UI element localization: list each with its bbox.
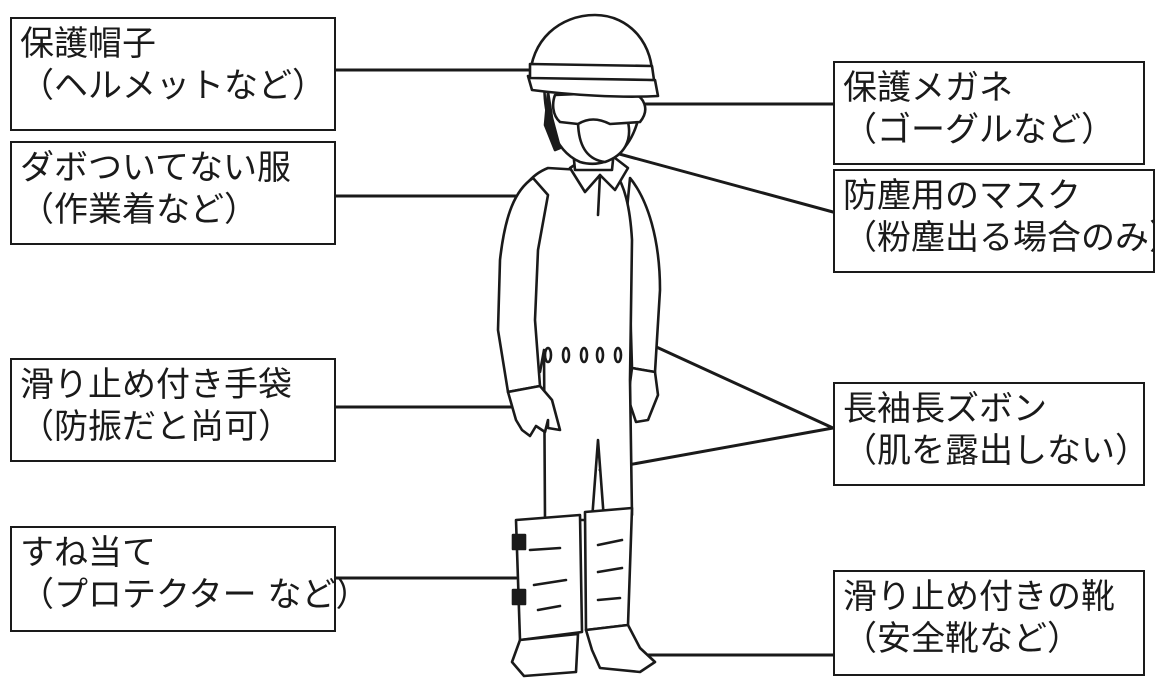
label-shin-guards-line2: （プロテクター など） bbox=[20, 575, 370, 615]
label-goggles-line2: （ゴーグルなど） bbox=[843, 110, 1115, 150]
label-goggles: 保護メガネ （ゴーグルなど） bbox=[833, 61, 1145, 165]
label-sleeves-line1: 長袖長ズボン bbox=[843, 389, 1047, 429]
label-helmet-line2: （ヘルメットなど） bbox=[20, 66, 326, 106]
placket-line bbox=[596, 173, 602, 217]
label-shin-guards-line1: すね当て bbox=[20, 533, 156, 573]
goggles bbox=[551, 90, 647, 126]
label-shoes-line2: （安全靴など） bbox=[843, 619, 1081, 659]
label-gloves-line1: 滑り止め付き手袋 bbox=[20, 365, 292, 405]
label-mask-line2: （粉塵出る場合のみ） bbox=[843, 218, 1155, 258]
leader-line-mask bbox=[610, 150, 835, 214]
helmet-band bbox=[528, 62, 656, 82]
leader-line-sleeves-arm bbox=[650, 343, 835, 430]
left-glove bbox=[506, 384, 562, 438]
right-shoe bbox=[584, 623, 657, 674]
label-sleeves: 長袖長ズボン （肌を露出しない） bbox=[833, 382, 1149, 486]
helmet-brim bbox=[526, 74, 660, 98]
label-shoes-line1: 滑り止め付きの靴 bbox=[843, 577, 1115, 617]
label-shin-guards: すね当て （プロテクター など） bbox=[10, 526, 370, 632]
shin-guard-lines bbox=[528, 538, 624, 612]
left-shoe bbox=[510, 632, 580, 678]
left-sleeve bbox=[496, 176, 550, 394]
left-shin-guard bbox=[514, 513, 584, 642]
label-gloves: 滑り止め付き手袋 （防振だと尚可） bbox=[10, 358, 336, 462]
belt-holes bbox=[543, 346, 623, 364]
shin-strap-lower bbox=[511, 588, 527, 606]
label-clothes: ダボついてない服 （作業着など） bbox=[10, 141, 336, 245]
label-gloves-line2: （防振だと尚可） bbox=[20, 407, 292, 447]
label-goggles-line1: 保護メガネ bbox=[843, 68, 1013, 108]
shin-strap-upper bbox=[511, 533, 527, 551]
label-mask-line1: 防塵用のマスク bbox=[843, 176, 1081, 216]
right-glove bbox=[626, 366, 660, 424]
label-clothes-line2: （作業着など） bbox=[20, 190, 258, 230]
label-sleeves-line2: （肌を露出しない） bbox=[843, 431, 1149, 471]
label-helmet: 保護帽子 （ヘルメットなど） bbox=[10, 17, 336, 131]
label-shoes: 滑り止め付きの靴 （安全靴など） bbox=[833, 570, 1145, 676]
leader-line-sleeves-leg bbox=[598, 426, 835, 472]
label-clothes-line1: ダボついてない服 bbox=[20, 148, 291, 188]
label-mask: 防塵用のマスク （粉塵出る場合のみ） bbox=[833, 169, 1155, 273]
label-helmet-line1: 保護帽子 bbox=[20, 24, 156, 64]
goggle-strap bbox=[543, 90, 562, 152]
